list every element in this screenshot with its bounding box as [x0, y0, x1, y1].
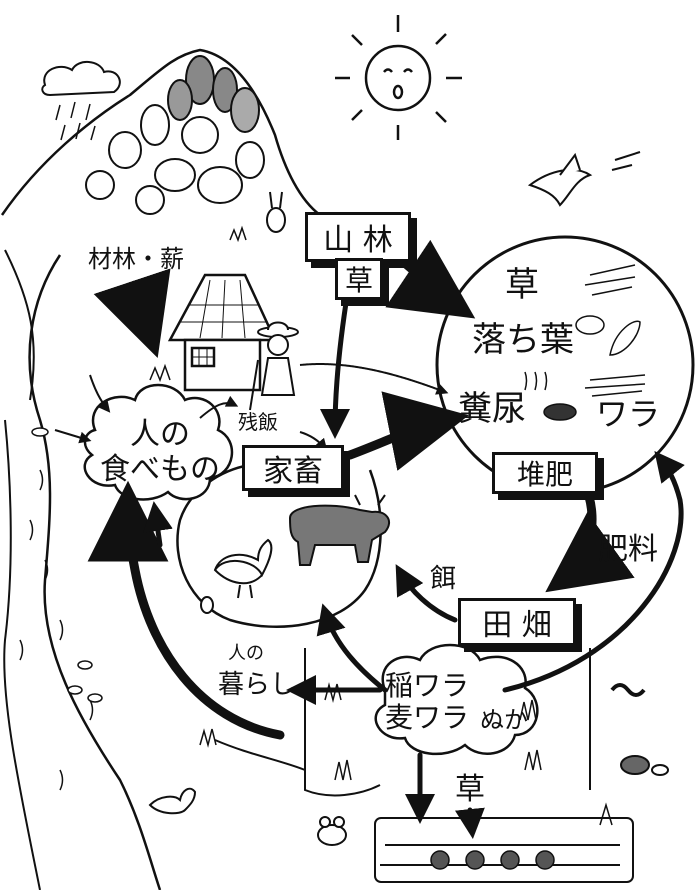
food-label: 人の 食べもの — [100, 417, 220, 487]
kurashi-label: 暮らし — [218, 670, 297, 700]
zanpan-label: 残飯 — [238, 410, 278, 434]
denbata-box: 田 畑 — [458, 598, 576, 646]
medium-arrows — [143, 287, 685, 839]
sun — [335, 15, 462, 140]
kusa-right-label: 草 — [505, 265, 539, 305]
river-bottom — [214, 739, 306, 771]
river-ripples — [19, 469, 94, 791]
sanrin-box: 山 林 — [305, 212, 411, 262]
ochiba-label: 落ち葉 — [472, 320, 574, 360]
frog — [317, 816, 347, 846]
hito-no-label: 人の — [130, 417, 190, 452]
esa-label: 餌 — [430, 564, 457, 594]
compost-items — [524, 264, 646, 421]
cow — [288, 494, 391, 566]
arrow-house-to-compost — [299, 363, 449, 395]
mountain-trees — [85, 55, 265, 215]
arrow-kachiku-to-compost — [345, 391, 469, 471]
cabbages — [430, 850, 555, 870]
farmhouse — [167, 273, 277, 392]
duck — [148, 787, 197, 815]
rain — [55, 101, 96, 141]
arrow-straw-to-compost — [502, 450, 685, 693]
kusa-bottom-label: 草 — [455, 772, 485, 807]
tabemono-label: 食べもの — [100, 451, 220, 487]
arrow-food-small-up — [143, 501, 173, 548]
field — [304, 648, 634, 883]
arrow-compost-to-denbata — [545, 480, 635, 593]
river-right-bank — [3, 419, 41, 890]
worm — [610, 683, 646, 697]
taihi-box: 堆肥 — [492, 452, 598, 494]
straw-cloud — [374, 643, 539, 756]
arrow-river-to-food — [87, 480, 285, 740]
arrow-lumber-to-house — [93, 268, 171, 359]
wara-right-label: ワラ — [596, 395, 661, 433]
bird — [527, 151, 641, 207]
mugiwara-label: 麦ワラ — [385, 701, 470, 735]
denbata-label: 田 畑 — [482, 608, 552, 643]
hen — [200, 538, 273, 614]
kusa-top-label: 草 — [344, 264, 373, 297]
arrow-kusa-to-kachiku — [320, 287, 351, 439]
arrow-fish-to-food — [54, 429, 92, 444]
farmer — [249, 321, 299, 411]
hito-no-small-label: 人の — [228, 643, 264, 664]
arrow-to-kusa-bottom — [454, 807, 485, 839]
arrow-sanrin-to-compost — [385, 239, 476, 319]
nuka-label: ぬか — [480, 706, 528, 734]
mole — [620, 755, 669, 776]
rain-cloud — [41, 61, 121, 97]
arrow-straw-to-kachiku — [316, 603, 388, 693]
mountain — [0, 48, 321, 216]
arrow-nuts-to-food — [89, 374, 111, 413]
funnyo-label: 糞尿 — [458, 389, 526, 429]
livestock-circle — [176, 463, 382, 628]
sanrin-label: 山 林 — [323, 223, 393, 258]
food-cloud — [83, 383, 234, 501]
arrow-denbata-esa — [395, 564, 458, 623]
grass-tufts — [149, 225, 613, 826]
hiryo-label: 肥料 — [598, 532, 658, 567]
kachiku-label: 家畜 — [263, 454, 323, 489]
rabbit — [266, 191, 286, 233]
straw-label: 稲ワラ 麦ワラ — [385, 669, 500, 735]
zairin-label: 材林・薪 — [88, 245, 184, 273]
arrow-food-to-house — [199, 395, 239, 419]
kusa-top-box: 草 — [335, 258, 383, 300]
inewara-label: 稲ワラ — [385, 669, 470, 702]
fish — [31, 427, 103, 703]
taihi-label: 堆肥 — [516, 458, 573, 491]
river-left-bank — [28, 254, 162, 890]
mountain-slope-left — [4, 249, 35, 401]
kachiku-box: 家畜 — [242, 445, 344, 491]
